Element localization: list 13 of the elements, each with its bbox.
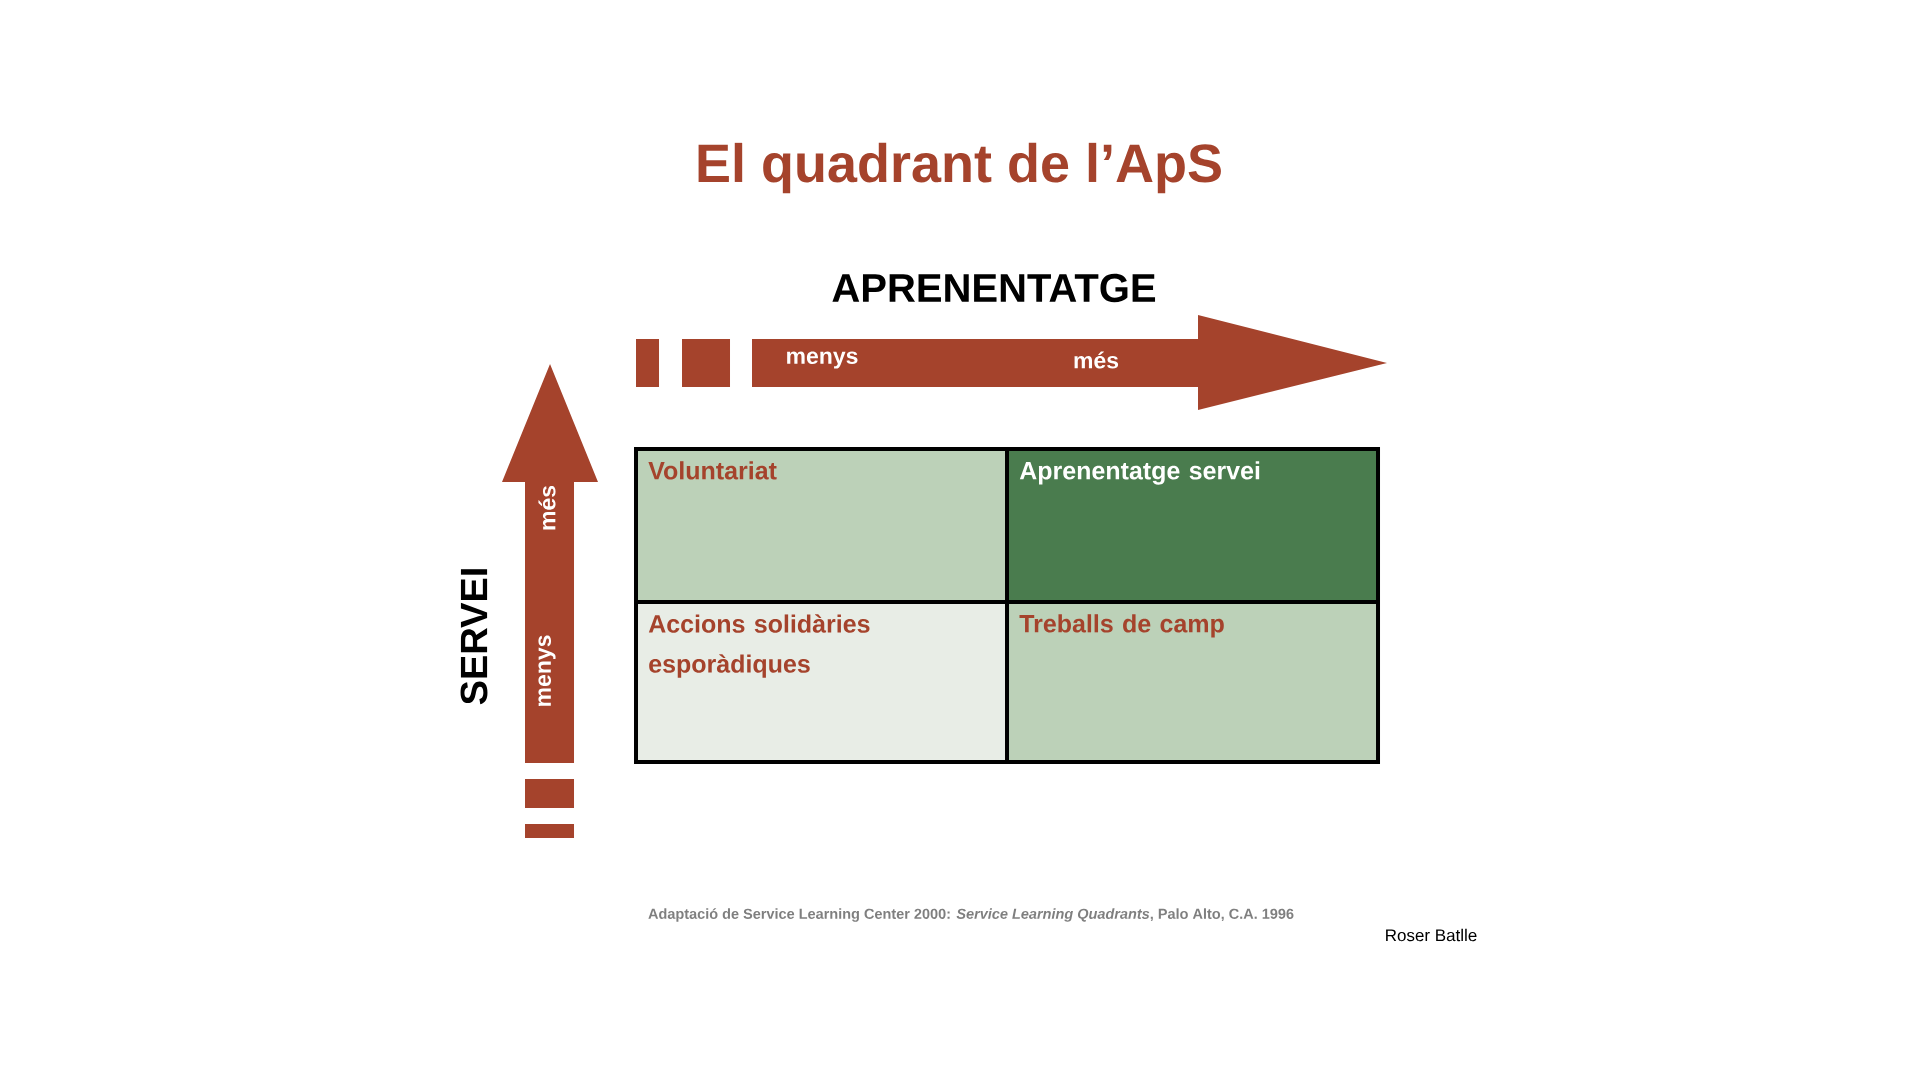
- quadrant-cell: Accions solidàries esporàdiques: [636, 602, 1007, 762]
- quadrant-cell: Voluntariat: [636, 449, 1007, 602]
- title: El quadrant de l’ApS: [698, 142, 1221, 194]
- axis-label: menys: [787, 351, 858, 369]
- axis-title: APRENENTATGE: [832, 273, 1156, 303]
- axis-label: menys: [538, 635, 556, 706]
- quadrant-cell: Aprenentatge servei: [1007, 449, 1378, 602]
- author-name: Roser Batlle: [1386, 928, 1477, 942]
- axis-label: més: [538, 485, 556, 530]
- caption: Adaptació de Service Learning Center 2000: Service Learning Quadrants, Palo Alto, C.A. 1996: [648, 908, 1294, 922]
- axis-title: SERVEI: [460, 569, 488, 705]
- quadrant-cell: Treballs de camp: [1007, 602, 1378, 762]
- axis-label: més: [1074, 351, 1119, 369]
